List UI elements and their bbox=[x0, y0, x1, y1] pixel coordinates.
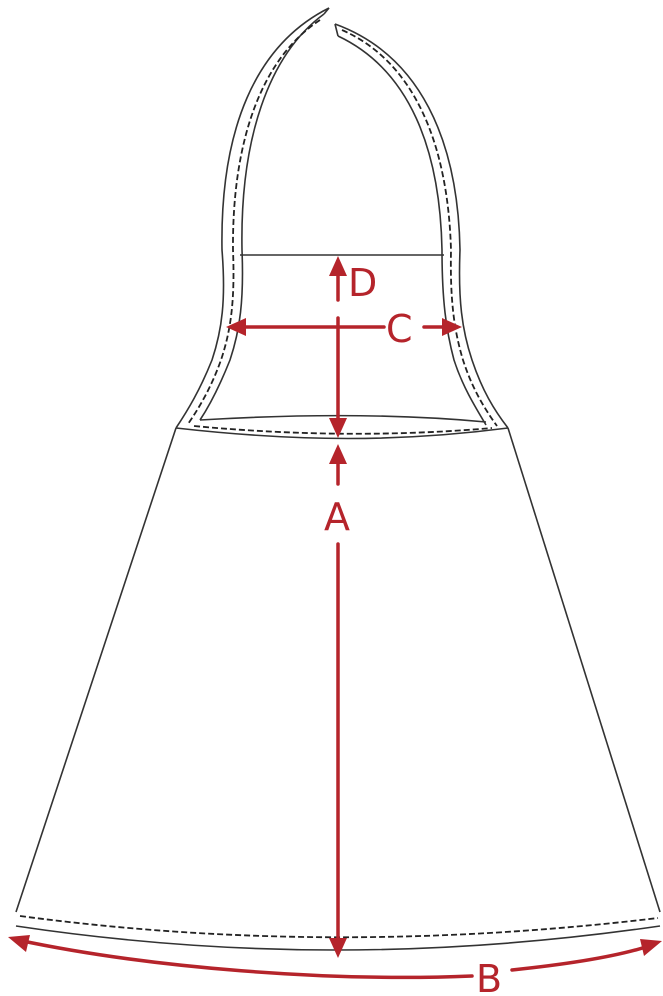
strap-end-right bbox=[334, 23, 339, 37]
measurement-a: A bbox=[324, 444, 350, 958]
measure-d-arrow-down bbox=[329, 418, 347, 438]
measure-c-arrow-left bbox=[226, 318, 246, 336]
measure-c-arrow-right bbox=[442, 318, 462, 336]
halter-inner-edge-left bbox=[199, 13, 325, 421]
skirt-right-edge bbox=[507, 427, 661, 913]
halter-stitch-left bbox=[187, 19, 321, 425]
waistband-bottom bbox=[175, 427, 509, 440]
skirt-hem-stitch bbox=[19, 915, 659, 939]
label-a: A bbox=[324, 495, 350, 539]
label-c: C bbox=[386, 307, 413, 351]
waistband-top bbox=[199, 414, 487, 423]
strap-end-left bbox=[323, 7, 330, 15]
measurement-d: D bbox=[329, 256, 377, 438]
halter-outer-edge-right bbox=[334, 23, 509, 429]
label-d: D bbox=[348, 261, 377, 305]
halter-inner-edge-right bbox=[337, 35, 487, 426]
measurement-b: B bbox=[8, 935, 662, 996]
waistband bbox=[175, 414, 509, 440]
measure-a-arrow-down bbox=[329, 938, 347, 958]
skirt-left-edge bbox=[15, 427, 177, 913]
measurement-c: C bbox=[226, 307, 462, 351]
measure-b-curve bbox=[16, 938, 474, 980]
halter-outer-edge bbox=[175, 7, 330, 429]
measure-b-curve-right bbox=[510, 943, 654, 972]
halter-strap bbox=[175, 7, 509, 429]
measure-d-arrow-up bbox=[329, 256, 347, 276]
measure-b-arrow-left bbox=[8, 935, 30, 952]
measure-a-arrow-up bbox=[329, 444, 347, 464]
waistband-stitch bbox=[193, 425, 493, 435]
halter-stitch-right bbox=[341, 29, 498, 427]
measure-b-arrow-right bbox=[640, 939, 662, 956]
label-b: B bbox=[476, 957, 502, 996]
